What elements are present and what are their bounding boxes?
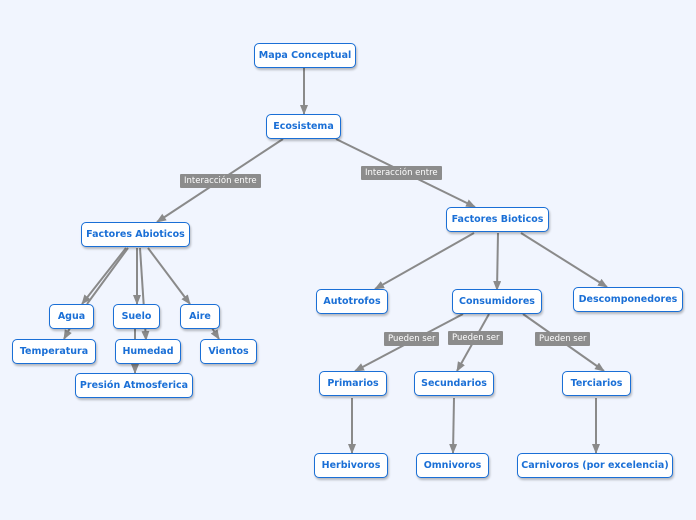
edge-abioticos-aire: [147, 247, 191, 305]
node-factores-bioticos[interactable]: Factores Bioticos: [446, 207, 549, 232]
node-descomponedores[interactable]: Descomponedores: [573, 287, 683, 312]
edge-abioticos-temperatura: [86, 247, 129, 305]
node-ecosistema[interactable]: Ecosistema: [266, 114, 341, 139]
node-omnivoros[interactable]: Omnivoros: [416, 453, 489, 478]
edge-abioticos-agua: [81, 247, 127, 305]
node-mapa-conceptual[interactable]: Mapa Conceptual: [254, 43, 356, 68]
node-suelo[interactable]: Suelo: [113, 304, 160, 329]
edge-bioticos-autotrofos: [374, 232, 475, 290]
node-consumidores[interactable]: Consumidores: [452, 289, 542, 314]
edge-agua-temperatura: [63, 327, 72, 340]
edge-label-interaccion-right: Interacción entre: [361, 166, 442, 180]
node-presion-atmosferica[interactable]: Presión Atmosferica: [75, 373, 193, 398]
edge-label-pueden-ser-1: Pueden ser: [384, 332, 440, 346]
edge-label-pueden-ser-2: Pueden ser: [448, 331, 504, 345]
node-autotrofos[interactable]: Autotrofos: [316, 289, 388, 314]
edge-label-interaccion-left: Interacción entre: [180, 174, 261, 188]
node-aire[interactable]: Aire: [180, 304, 220, 329]
edge-secundarios-omnivoros: [449, 397, 458, 454]
node-carnivoros[interactable]: Carnivoros (por excelencia): [517, 453, 673, 478]
edge-bioticos-consumidores: [493, 232, 502, 291]
edge-bioticos-descomponedores: [520, 232, 608, 288]
node-vientos[interactable]: Vientos: [200, 339, 257, 364]
node-factores-abioticos[interactable]: Factores Abioticos: [81, 222, 190, 247]
node-terciarios[interactable]: Terciarios: [562, 371, 631, 396]
node-temperatura[interactable]: Temperatura: [12, 339, 96, 364]
node-humedad[interactable]: Humedad: [115, 339, 181, 364]
edge-aire-vientos: [210, 327, 220, 340]
edge-label-pueden-ser-3: Pueden ser: [535, 332, 591, 346]
node-agua[interactable]: Agua: [49, 304, 94, 329]
node-primarios[interactable]: Primarios: [319, 371, 387, 396]
node-herbivoros[interactable]: Herbivoros: [314, 453, 388, 478]
node-secundarios[interactable]: Secundarios: [414, 371, 494, 396]
